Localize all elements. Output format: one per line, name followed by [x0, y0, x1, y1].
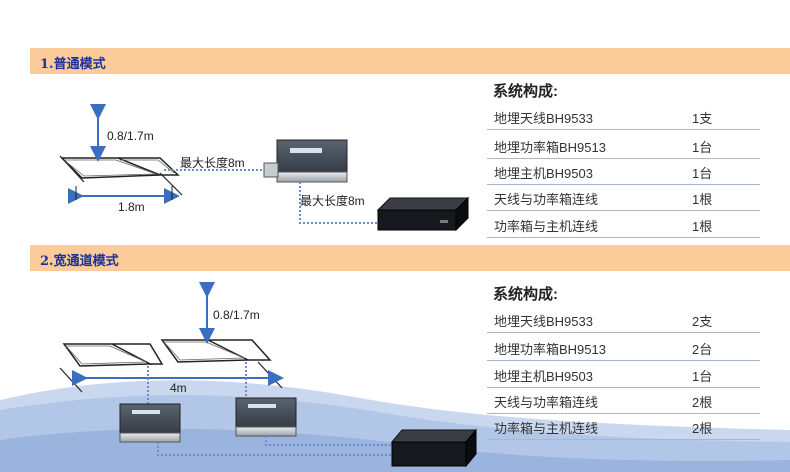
- section1-height-label: 0.8/1.7m: [107, 129, 154, 143]
- antenna-right-icon: [160, 339, 283, 389]
- section2-diagram: [59, 282, 478, 468]
- section1-row: 地埋天线BH9533 1支: [487, 103, 760, 130]
- section2-width-label: 4m: [170, 381, 187, 395]
- section1-cable2-label: 最大长度8m: [300, 194, 365, 208]
- section2-row: 天线与功率箱连线 2根: [487, 387, 760, 414]
- section1-row: 功率箱与主机连线 1根: [487, 211, 760, 238]
- section2-row: 地埋天线BH9533 2支: [487, 306, 760, 333]
- section2-row: 地埋功率箱BH9513 2台: [487, 334, 760, 361]
- host-unit-icon: [376, 196, 470, 232]
- section2-composition-title: 系统构成:: [493, 286, 558, 303]
- section1-row: 天线与功率箱连线 1根: [487, 184, 760, 211]
- section1-width-label: 1.8m: [118, 200, 145, 214]
- section1-row: 地埋主机BH9503 1台: [487, 158, 760, 185]
- antenna-left-icon: [59, 343, 164, 393]
- power-box-right-icon: [235, 397, 297, 437]
- section1-diagram: [59, 104, 470, 232]
- section2-row: 功率箱与主机连线 2根: [487, 413, 760, 440]
- section1-header-band: 1.普通模式: [30, 48, 790, 74]
- power-box-icon: [263, 139, 348, 183]
- power-box-left-icon: [119, 403, 181, 443]
- section2-header-band: 2.宽通道模式: [30, 245, 790, 271]
- section2-height-label: 0.8/1.7m: [213, 308, 260, 322]
- section1-row: 地埋功率箱BH9513 1台: [487, 132, 760, 159]
- section2-title: 2.宽通道模式: [40, 254, 119, 269]
- cable-power-box-to-host: [299, 182, 378, 224]
- section1-title: 1.普通模式: [40, 57, 106, 72]
- section2-row: 地埋主机BH9503 1台: [487, 361, 760, 388]
- section1-composition-title: 系统构成:: [493, 83, 558, 100]
- host-unit-icon: [390, 428, 478, 468]
- section1-cable1-label: 最大长度8m: [180, 156, 245, 170]
